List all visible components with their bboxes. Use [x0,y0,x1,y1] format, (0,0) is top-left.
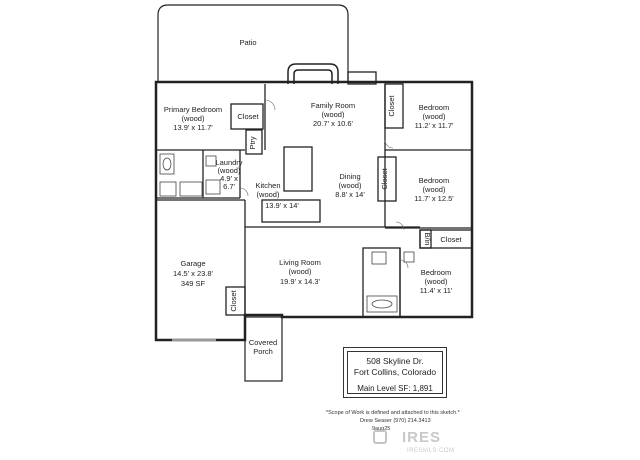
living-room-label: Living Room [279,258,321,267]
kitchen-label: Kitchen [255,181,280,190]
main-level-sf: Main Level SF: 1,891 [357,384,433,393]
patio-label: Patio [239,38,256,47]
east-closet-low-label: Closet [440,235,462,244]
primary-closet-label: Closet [237,112,259,121]
garage-label: Garage [180,259,205,268]
primary-bedroom-size: 13.9' x 11.7' [173,123,213,132]
garage-closet-label: Closet [229,289,238,311]
sketch-code: 9aug25 [372,426,391,432]
family-room-floor: (wood) [322,110,345,119]
patio-outline [157,4,349,82]
laundry-size-1: 4.9' x [220,174,238,183]
address-line-2: Fort Collins, Colorado [353,367,437,377]
bedroom-2-label: Bedroom [419,176,449,185]
watermark-brand: IRES [402,429,442,446]
bath-fixtures [159,153,415,313]
bedroom-2-size: 11.7' x 12.5' [414,194,454,203]
living-room-floor: (wood) [289,267,312,276]
living-room-size: 19.9' x 14.3' [280,277,321,286]
garage-size: 14.5' x 23.8' [173,269,214,278]
family-room-label: Family Room [311,101,355,110]
title-block: 508 Skyline Dr. Fort Collins, Colorado M… [343,347,447,398]
logo-icon [373,430,387,444]
covered-porch-outline [244,316,283,382]
built-in-label: B/in [423,233,432,246]
bedroom-1-floor: (wood) [423,112,446,121]
address: 508 Skyline Dr. Fort Collins, Colorado [348,356,442,378]
bedroom-2-floor: (wood) [423,185,446,194]
laundry-size-2: 6.7' [223,182,235,191]
primary-bedroom-floor: (wood) [182,114,205,123]
covered-porch-label: Covered [249,338,277,347]
pantry-label: Ptry [248,136,257,150]
interior-walls [156,71,473,318]
dining-label: Dining [339,172,360,181]
kitchen-size: 13.9' x 14' [265,201,299,210]
watermark-logo: IRES IRESMLS.COM [357,426,497,460]
family-room-size: 20.7' x 10.6' [313,119,354,128]
scope-note: *Scope of Work is defined and attached t… [326,410,460,416]
dining-floor: (wood) [339,181,362,190]
title-block-inner: 508 Skyline Dr. Fort Collins, Colorado M… [347,351,443,394]
primary-bedroom-label: Primary Bedroom [164,105,222,114]
east-closet-mid-label: Closet [380,167,389,189]
kitchen-floor: (wood) [257,190,280,199]
drawn-by: Drew Seaser (970) 214.3413 [360,418,431,424]
door-swings [239,99,409,269]
bedroom-3-floor: (wood) [425,277,448,286]
bedroom-3-label: Bedroom [421,268,451,277]
covered-porch-label-2: Porch [253,347,273,356]
watermark-sub: IRESMLS.COM [407,448,455,454]
address-line-1: 508 Skyline Dr. [366,356,424,366]
laundry-label: Laundry [215,158,242,167]
garage-area: 349 SF [181,279,206,288]
bedroom-3-size: 11.4' x 11' [420,286,453,295]
bedroom-1-size: 11.2' x 11.7' [415,121,454,130]
bedroom-1-label: Bedroom [419,103,449,112]
dining-size: 8.8' x 14' [335,190,365,199]
laundry-floor: (wood) [218,166,241,175]
east-closet-top-label: Closet [387,94,396,116]
fireplace-icon [287,63,339,84]
